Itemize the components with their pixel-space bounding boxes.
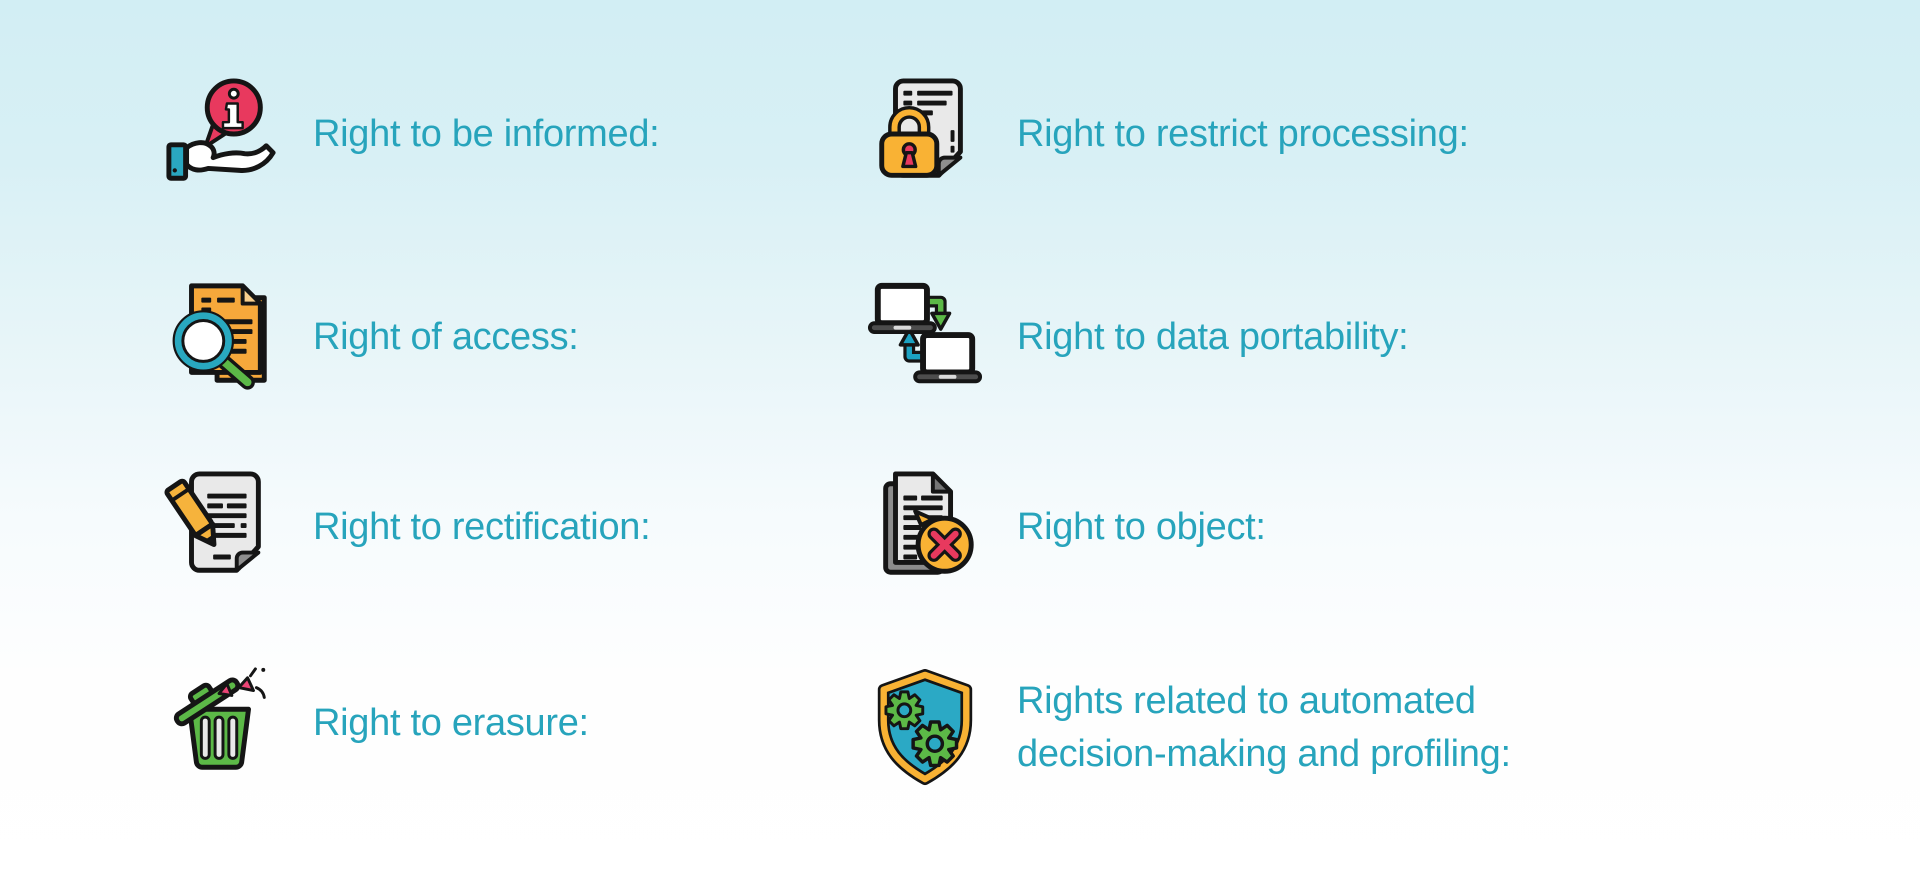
info-hand-icon — [148, 75, 293, 193]
search-documents-icon — [148, 278, 293, 396]
right-label-restrict-processing: Right to restrict processing: — [1017, 112, 1469, 155]
right-label-informed: Right to be informed: — [313, 112, 660, 155]
right-item-restrict-processing: Right to restrict processing: — [852, 59, 1469, 209]
right-item-object: Right to object: — [852, 452, 1266, 602]
right-label-rectification: Right to rectification: — [313, 505, 651, 548]
document-rejected-icon — [852, 468, 997, 586]
locked-document-icon — [852, 75, 997, 193]
right-label-data-portability: Right to data portability: — [1017, 315, 1409, 358]
right-label-erasure: Right to erasure: — [313, 701, 589, 744]
right-label-object: Right to object: — [1017, 505, 1266, 548]
shield-gears-icon — [852, 668, 997, 787]
right-item-informed: Right to be informed: — [148, 59, 660, 209]
pencil-document-icon — [148, 468, 293, 586]
right-item-access: Right of access: — [148, 262, 579, 412]
right-item-rectification: Right to rectification: — [148, 452, 651, 602]
laptops-transfer-icon — [852, 278, 997, 396]
right-label-access: Right of access: — [313, 315, 579, 358]
right-item-data-portability: Right to data portability: — [852, 262, 1409, 412]
trash-bin-icon — [148, 664, 293, 782]
right-item-erasure: Right to erasure: — [148, 648, 589, 798]
